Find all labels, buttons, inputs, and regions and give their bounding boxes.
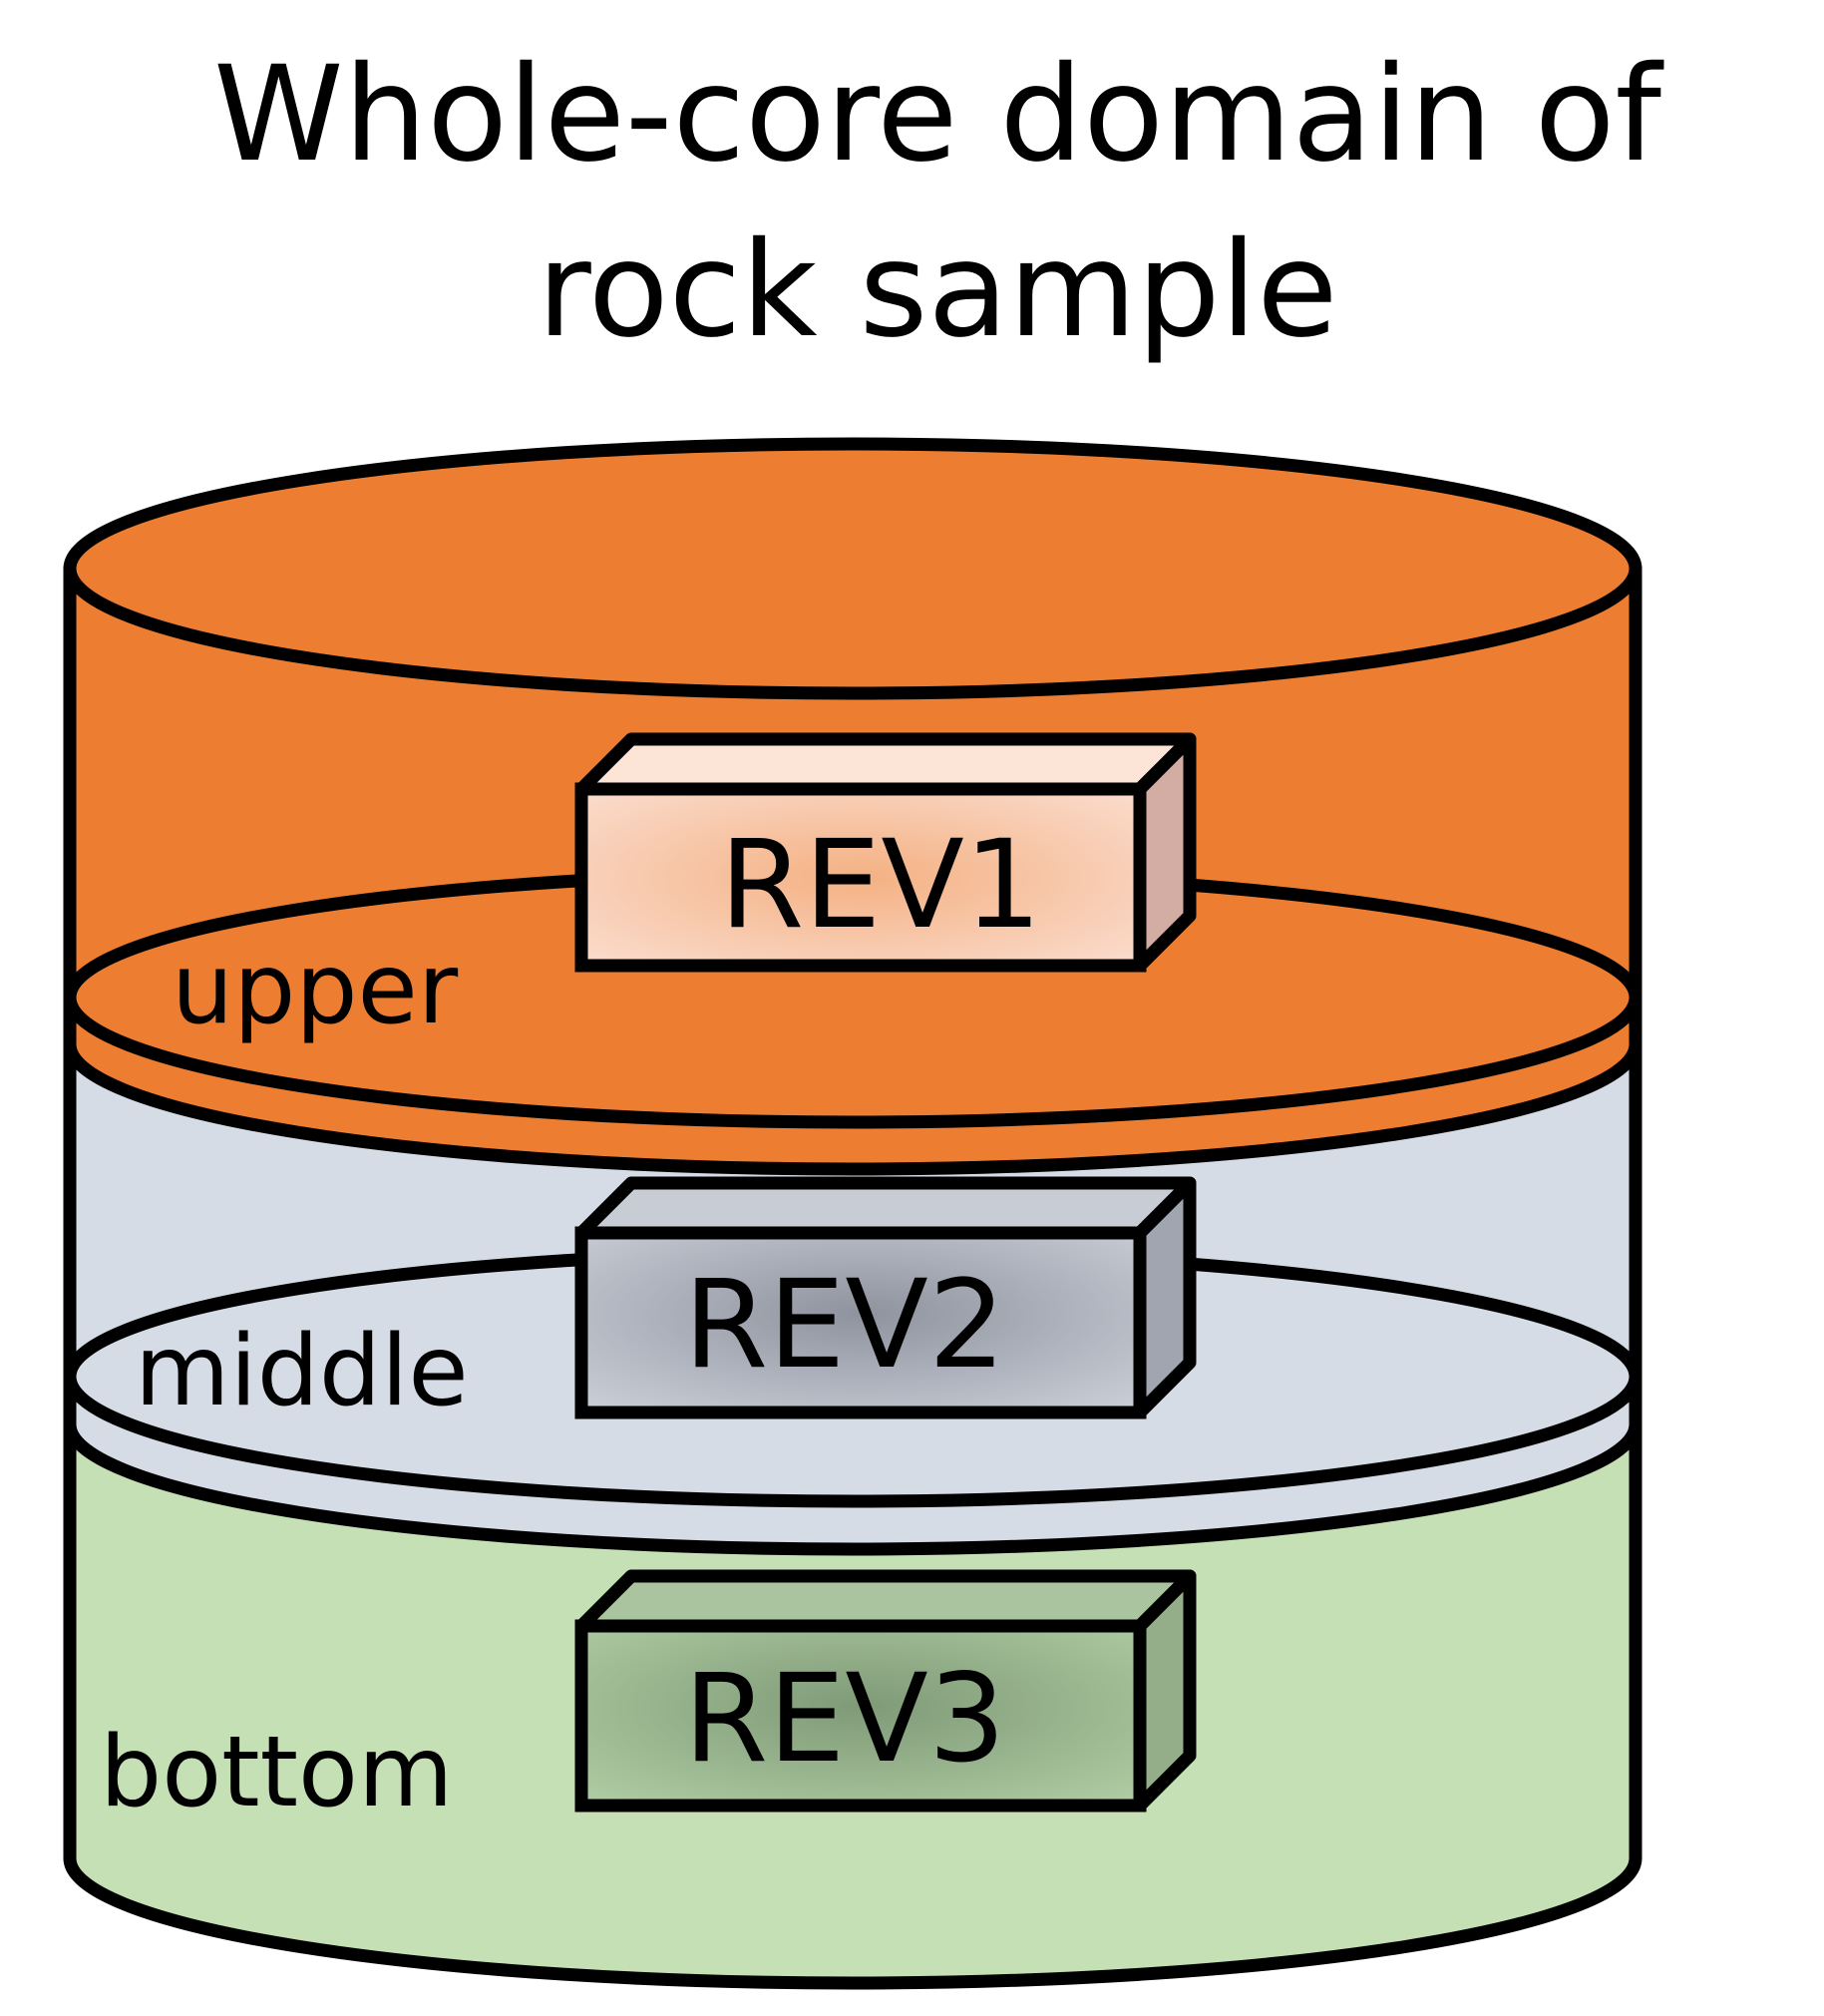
- rev2-label: REV2: [684, 1254, 1006, 1396]
- rev3-box-front: [574, 1619, 1147, 1813]
- rev1-box-front: [574, 782, 1147, 973]
- rev3-box-side: [1133, 1569, 1197, 1813]
- rev2-box-side: [1133, 1176, 1197, 1419]
- rev1-box-top: [574, 732, 1197, 796]
- rev2-box-front: [574, 1226, 1147, 1419]
- bottom-layer-label: bottom: [100, 1716, 453, 1829]
- diagram-title-line-1: Whole-core domain of: [213, 38, 1663, 192]
- middle-layer-label: middle: [135, 1315, 469, 1428]
- rev3-box-top: [574, 1569, 1197, 1633]
- rev1-box: REV1: [574, 732, 1197, 973]
- rev1-box-side: [1133, 732, 1197, 973]
- rev2-box-top: [574, 1176, 1197, 1240]
- rev1-label: REV1: [720, 814, 1042, 956]
- cylinder-top-cap: [63, 437, 1642, 700]
- rev2-box: REV2: [574, 1176, 1197, 1419]
- diagram-title-line-2: rock sample: [537, 213, 1337, 367]
- rev3-label: REV3: [684, 1648, 1006, 1790]
- upper-layer-label: upper: [172, 933, 459, 1046]
- rev3-box: REV3: [574, 1569, 1197, 1813]
